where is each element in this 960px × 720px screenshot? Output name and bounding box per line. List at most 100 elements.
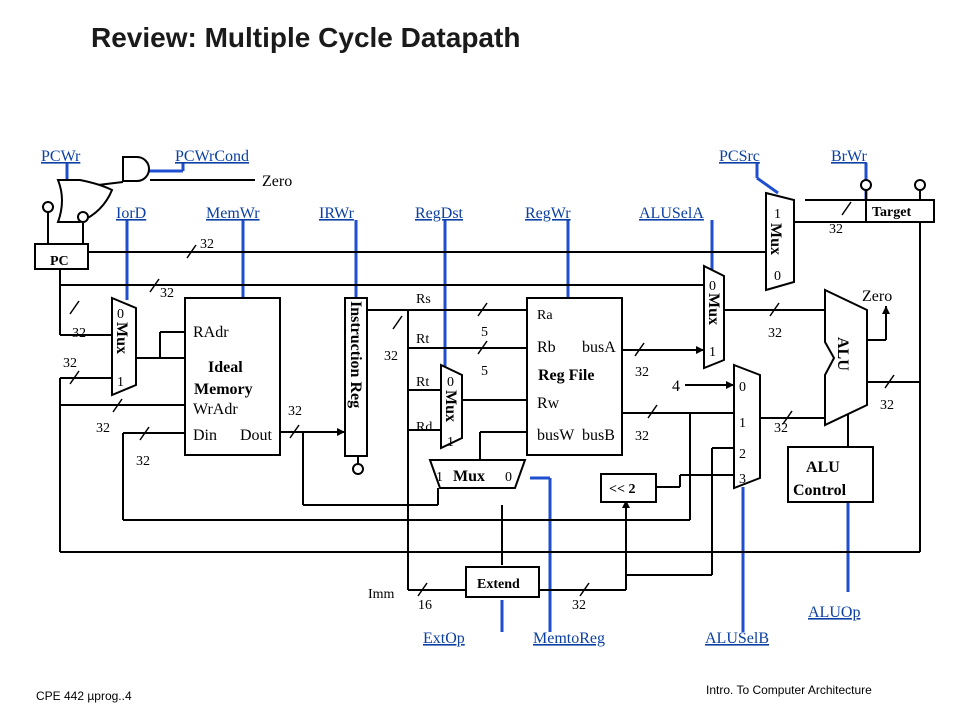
pcwr-label: PCWr (41, 148, 81, 165)
rd-label: Rd (416, 420, 432, 435)
iord-label: IorD (116, 205, 146, 222)
alu-control (787, 446, 874, 503)
mux-regdst-label: Mux (442, 390, 459, 422)
mem-radr-label: RAdr (193, 324, 229, 341)
pc-clock-bubble (42, 201, 54, 213)
pc-label: PC (50, 254, 69, 269)
zero-alu-label: Zero (862, 288, 892, 305)
svg-text:32: 32 (880, 398, 894, 413)
mux-iord-in1: 1 (117, 375, 124, 390)
mem-dout-label: Dout (240, 427, 273, 444)
instruction-register (344, 297, 368, 457)
rs-label: Rs (416, 292, 431, 307)
svg-text:5: 5 (481, 325, 488, 340)
svg-text:5: 5 (481, 364, 488, 379)
extop-label: ExtOp (423, 630, 465, 647)
or-gate (56, 179, 114, 223)
mux-pcsrc-in0: 0 (774, 269, 781, 284)
pc-enable-bubble (77, 211, 89, 223)
rf-busw-label: busW (537, 427, 575, 444)
target-bubble-left (860, 179, 872, 191)
mux-aluselb-in3: 3 (739, 472, 746, 487)
ir-clock-bubble (352, 463, 364, 475)
pc-register (34, 243, 89, 270)
mux-alusela-in1: 1 (709, 345, 716, 360)
alu (824, 288, 868, 427)
alusela-label: ALUSelA (639, 205, 704, 222)
reg-file-label: Reg File (538, 367, 594, 384)
mux-memtoreg-label: Mux (453, 468, 485, 485)
memtoreg-label: MemtoReg (533, 630, 605, 647)
aluselb-label: ALUSelB (705, 630, 769, 647)
target-register (865, 199, 935, 223)
mux-iord (111, 296, 137, 397)
mux-alusela (703, 264, 725, 370)
zero-and-label: Zero (262, 173, 292, 190)
mux-alusela-label: Mux (705, 293, 722, 325)
imm-label: Imm (368, 587, 395, 602)
mux-aluselb-in2: 2 (739, 447, 746, 462)
footer-course-title: Intro. To Computer Architecture (706, 683, 872, 697)
rf-rb-label: Rb (537, 339, 556, 356)
extend-unit (465, 566, 540, 598)
svg-text:32: 32 (384, 349, 398, 364)
svg-text:32: 32 (635, 365, 649, 380)
svg-text:32: 32 (774, 421, 788, 436)
memory-label-2: Memory (194, 381, 253, 398)
mux-pcsrc (765, 191, 795, 292)
svg-text:32: 32 (768, 326, 782, 341)
rf-rw-label: Rw (537, 395, 560, 412)
svg-text:32: 32 (829, 222, 843, 237)
mux-iord-in0: 0 (117, 307, 124, 322)
regwr-label: RegWr (525, 205, 571, 222)
brwr-label: BrWr (831, 148, 867, 165)
mux-regdst-in1: 1 (447, 435, 454, 450)
rt-label-2: Rt (416, 375, 429, 390)
page-title: Review: Multiple Cycle Datapath (91, 22, 521, 53)
extend-label: Extend (477, 577, 520, 592)
bus-width-labels: 32 32 32 32 32 32 32 32 5 5 32 32 32 32 … (63, 222, 894, 613)
target-bubble-right (914, 179, 926, 191)
svg-text:32: 32 (288, 404, 302, 419)
mux-memtoreg (428, 459, 527, 489)
mux-aluselb (733, 363, 761, 490)
mux-pcsrc-label: Mux (767, 223, 784, 255)
memory-label-1: Ideal (208, 359, 243, 376)
svg-text:16: 16 (418, 598, 432, 613)
mux-regdst (440, 363, 463, 450)
mux-aluselb-in0: 0 (739, 380, 746, 395)
alu-control-label-2: Control (793, 482, 847, 499)
mux-memtoreg-in0: 0 (505, 470, 512, 485)
pcsrc-label: PCSrc (719, 148, 760, 165)
svg-text:32: 32 (635, 429, 649, 444)
irwr-label: IRWr (319, 205, 355, 222)
mux-alusela-in0: 0 (709, 279, 716, 294)
data-wires (47, 168, 921, 591)
four-label: 4 (672, 378, 680, 395)
shift-left-2 (600, 473, 657, 503)
svg-text:32: 32 (63, 356, 77, 371)
alu-control-label-1: ALU (806, 459, 840, 476)
mux-iord-label: Mux (113, 322, 130, 354)
ideal-memory (184, 297, 281, 456)
alu-label: ALU (834, 337, 851, 371)
mux-regdst-in0: 0 (447, 375, 454, 390)
pcwrcond-label: PCWrCond (175, 148, 249, 165)
rt-label-1: Rt (416, 332, 429, 347)
shift-label: << 2 (609, 482, 635, 497)
regdst-label: RegDst (415, 205, 464, 222)
bus-slashes (69, 201, 895, 597)
svg-text:32: 32 (160, 286, 174, 301)
mem-wradr-label: WrAdr (193, 401, 238, 418)
register-file (526, 297, 623, 456)
mem-din-label: Din (193, 427, 217, 444)
svg-text:32: 32 (200, 237, 214, 252)
mux-memtoreg-in1: 1 (436, 470, 443, 485)
svg-text:32: 32 (136, 454, 150, 469)
aluop-label: ALUOp (808, 604, 860, 621)
svg-text:32: 32 (96, 421, 110, 436)
memwr-label: MemWr (206, 205, 260, 222)
and-gate (122, 156, 150, 182)
svg-text:32: 32 (72, 326, 86, 341)
